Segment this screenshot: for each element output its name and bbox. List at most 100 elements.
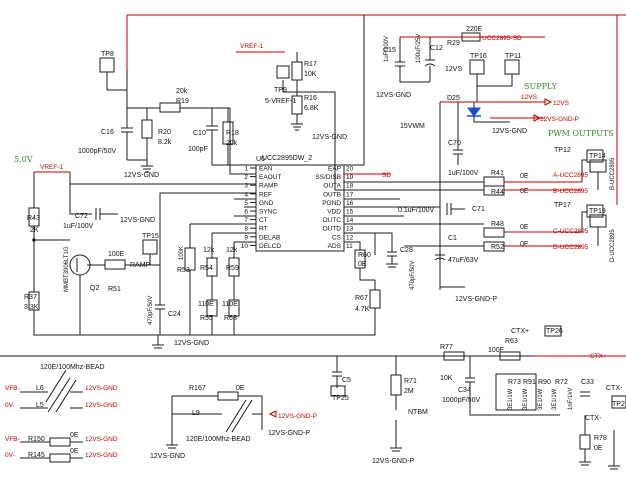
q2-ref: Q2: [90, 285, 99, 292]
r18-ref: R18: [226, 130, 239, 137]
r67-ref: R67: [355, 295, 368, 302]
c24-val: 470pF/50V: [148, 296, 154, 325]
c15-ref: C15: [383, 47, 396, 54]
net-outd: D-UCC2895: [553, 244, 589, 251]
gnd-r16: 12VS-GND: [312, 134, 347, 141]
v12s-top: 12VS: [445, 66, 462, 73]
gnd-c15: 12VS-GND: [376, 92, 411, 99]
c5-ref: C5: [342, 377, 351, 384]
net-sd: SD: [382, 172, 391, 179]
r41-ref: R41: [491, 170, 504, 177]
tp11-ref: TP11: [505, 53, 521, 60]
ic-right-pin-num: 16: [346, 200, 354, 207]
l9-section: R167 0E L9 12VS-GND-P 120E/100Mhz-BEAD 1…: [150, 385, 317, 460]
r29-val: 220E: [466, 26, 483, 33]
gnd-bottom: 12VS-GND: [174, 340, 209, 347]
ic-right-pin-name: VDD: [327, 209, 341, 216]
l6-ref: L6: [36, 385, 44, 392]
r150-val: 0E: [70, 432, 79, 439]
timing-section: C24 470pF/50V 12VS-GND R53 100K 12k R54 …: [148, 198, 256, 349]
ov-b: 0V-: [5, 452, 15, 459]
gnd-p-l9b: 12VS-GND-P: [268, 430, 310, 437]
ic-u6: U6 UCC2895DW_2 UCC2895DW_2 1EAN2EAOUT3RA…: [241, 155, 354, 252]
tp25-ref: TP25: [332, 395, 349, 402]
r20-val: 8.2k: [158, 139, 172, 146]
ic-right-pin-num: 18: [346, 183, 354, 190]
ic-right-pin-num: 17: [346, 191, 354, 198]
ic-right-pin-name: ADS: [328, 243, 342, 250]
r37-val: 3.3K: [24, 304, 39, 311]
cs-ads-section: R60 0E C28 470pF/50V R67 4.7K: [158, 232, 416, 336]
c12-val: 100uF/25V: [416, 34, 422, 63]
r20-ref: R20: [158, 129, 171, 136]
r77-val: 10K: [440, 375, 453, 382]
vfb-a: VFB-: [5, 385, 20, 392]
supply-section: 220E R29 UCC2895-SD C15 1uF/100V C12 100…: [376, 26, 579, 290]
ic-right-pin-num: 15: [346, 209, 354, 216]
r17-ref: R17: [304, 61, 317, 68]
r41-val: 0E: [520, 173, 529, 180]
net-vref1-top: VREF-1: [240, 43, 264, 50]
r16-val: 6.8K: [304, 105, 319, 112]
c24-ref: C24: [168, 311, 181, 318]
tp17-ref: TP17: [554, 202, 571, 209]
net-outc: C-UCC2895: [553, 228, 589, 235]
ic-left-pin-num: 8: [244, 226, 248, 233]
ic-right-pin-num: 19: [346, 174, 354, 181]
r37-ref: R37: [24, 294, 37, 301]
r43-ref: R43: [27, 215, 40, 222]
ramp-label: RAMP: [130, 262, 151, 269]
c16-val: 1000pF/50V: [78, 148, 116, 155]
r51-val: 100E: [108, 251, 125, 258]
rarr-2: 3E1/1W: [523, 388, 529, 410]
r60-ref: R60: [358, 252, 371, 259]
ic-left-pin-name: GND: [259, 200, 274, 207]
ic-right-pin-name: CS: [332, 234, 342, 241]
gnd-p-l9: 12VS-GND-P: [278, 413, 317, 420]
feedback-section: TP8 20k R19 C16 1000pF/50V R20 8.2k 12VS…: [78, 51, 256, 179]
gnd-c16: 12VS-GND: [124, 172, 159, 179]
c71-val: 0.1uF/100V: [398, 207, 435, 214]
c33-ref: C33: [581, 379, 594, 386]
ic-right-pin-num: 14: [346, 217, 354, 224]
r48-val: 0E: [520, 224, 529, 231]
r90-ref: R90: [538, 379, 551, 386]
ctx-p2-label: CTX+: [590, 353, 607, 360]
ic-right-pin-name: OUTC: [323, 217, 342, 224]
c12-ref: C12: [430, 45, 443, 52]
ic-left-pin-name: RAMP: [259, 183, 278, 190]
ic-right-pin-num: 11: [346, 243, 353, 250]
gnd-c: 12VS-GND: [85, 436, 118, 443]
pwm-outputs-label: PWM OUTPUTS: [548, 129, 614, 138]
ic-left-pin-num: 2: [244, 174, 248, 181]
ic-left-pin-name: DELAB: [259, 234, 280, 241]
r167-val: 0E: [236, 385, 245, 392]
gnd-b: 12VS-GND: [85, 402, 118, 409]
net-vref1-left: VREF-1: [40, 164, 64, 171]
ctx-m2-label: CTX-: [585, 415, 602, 422]
tp19-ref: TP19: [589, 208, 606, 215]
tp8-ref: TP8: [101, 51, 114, 58]
ctx-section: R77 10K R63 100E CTX+ TP26 CTX+ C34 1000…: [440, 325, 626, 470]
ic-left-pin-name: REF: [259, 191, 272, 198]
r59-val: 12k: [226, 247, 238, 254]
r53-val: 100K: [179, 246, 185, 260]
r55-ref: R55: [200, 315, 213, 322]
ic-part-label: UCC2895DW_2: [262, 155, 312, 162]
r54-val: 12k: [203, 247, 215, 254]
r78-ref: R78: [594, 435, 607, 442]
ic-left-pin-num: 6: [244, 209, 248, 216]
r17-val: 10K: [304, 71, 317, 78]
r78-val: 0E: [594, 445, 603, 452]
r71-ref: R71: [404, 378, 417, 385]
r167-ref: R167: [189, 385, 206, 392]
ic-left-pin-name: SYNC: [259, 209, 277, 216]
ic-right-pin-num: 12: [346, 234, 354, 241]
ic-right-pin-name: EAP: [328, 166, 341, 173]
ntbm-label: NTBM: [408, 409, 428, 416]
r54-ref: R54: [200, 265, 213, 272]
r52-val: 0E: [520, 241, 529, 248]
ic-left-pin-name: RT: [259, 226, 268, 233]
supply-label: SUPPLY: [524, 82, 558, 91]
v50-label: 5.0V: [14, 155, 33, 164]
